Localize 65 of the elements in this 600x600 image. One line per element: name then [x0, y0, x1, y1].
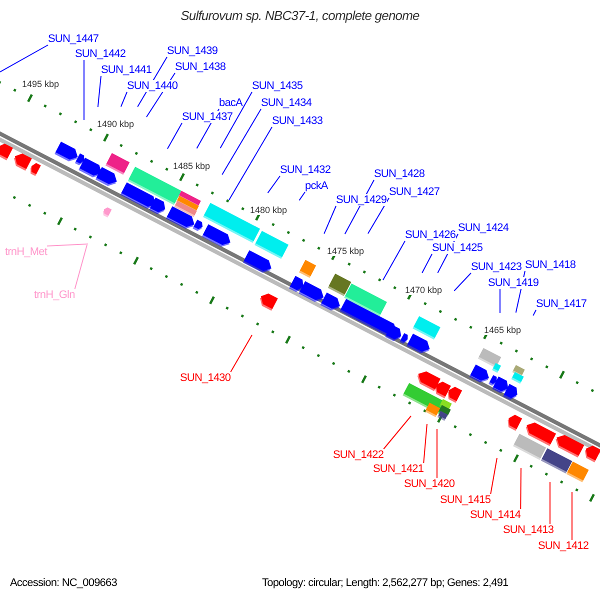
position-label: 1480 kbp: [250, 205, 288, 215]
gene-label: SUN_1433: [272, 115, 323, 127]
leader-line: [166, 122, 182, 150]
leader-line: [367, 198, 390, 234]
position-label: 1495 kbp: [22, 79, 60, 89]
gene-label: SUN_1413: [503, 524, 554, 536]
gene-label: SUN_1423: [471, 261, 522, 273]
position-label: 1490 kbp: [97, 119, 134, 129]
gene-label: SUN_1424: [458, 222, 509, 234]
footer-text: Accession: NC_009663: [10, 577, 117, 589]
gene-label: SUN_1427: [389, 186, 440, 198]
gene-label: SUN_1435: [252, 80, 303, 92]
gene-label: SUN_1438: [175, 61, 226, 73]
leader-line: [422, 254, 432, 274]
gene-label: SUN_1418: [525, 259, 576, 271]
gene-label: SUN_1437: [182, 111, 233, 123]
leader-line: [74, 244, 88, 290]
position-label: 1485 kbp: [173, 161, 210, 171]
leader-line: [97, 76, 102, 108]
gene-label: SUN_1447: [48, 33, 99, 45]
leader-line: [46, 244, 88, 246]
leader-line: [298, 192, 306, 201]
leader-line: [222, 108, 262, 176]
leader-line: [520, 468, 522, 510]
gene-label: pckA: [305, 180, 328, 192]
gene-label: SUN_1439: [167, 45, 218, 57]
gene-label: bacA: [219, 97, 242, 109]
gene-label: SUN_1430: [180, 372, 231, 384]
gene-label: trnH_Gln: [34, 289, 75, 301]
leader-line: [436, 428, 438, 478]
leader-line: [490, 458, 498, 494]
leader-line: [454, 272, 472, 292]
leader-line: [532, 310, 536, 316]
position-label: 1470 kbp: [405, 285, 442, 295]
gene-label: SUN_1441: [101, 64, 152, 76]
gene-label: SUN_1422: [333, 449, 384, 461]
leader-line: [324, 206, 336, 234]
gene-label: SUN_1442: [75, 48, 126, 60]
gene-label: trnH_Met: [5, 246, 48, 258]
gene-label: SUN_1412: [538, 540, 589, 552]
leader-line: [267, 176, 280, 194]
gene-label: SUN_1440: [127, 80, 178, 92]
leader-line: [120, 92, 128, 108]
gene-label: SUN_1429: [336, 194, 387, 206]
gene-label: SUN_1419: [488, 277, 539, 289]
leader-line: [230, 334, 252, 372]
gene-label: SUN_1425: [432, 242, 483, 254]
footer-text: Topology: circular; Length: 2,562,277 bp; Genes: 2,491: [262, 577, 508, 589]
leader-line: [0, 44, 48, 72]
leader-line: [423, 424, 428, 464]
gene-label: SUN_1426: [405, 229, 456, 241]
gene-label: SUN_1420: [404, 478, 455, 490]
gene-label: SUN_1428: [374, 168, 425, 180]
gene-label: SUN_1434: [261, 97, 312, 109]
gene-label: SUN_1421: [373, 463, 424, 475]
position-label: 1475 kbp: [327, 246, 364, 256]
gene-label: SUN_1414: [470, 509, 521, 521]
gene-label: SUN_1432: [280, 164, 331, 176]
gene-label: SUN_1417: [536, 298, 587, 310]
gene-label: SUN_1415: [440, 494, 491, 506]
leader-line: [382, 240, 406, 280]
position-label: 1465 kbp: [484, 325, 522, 335]
leader-line: [228, 126, 272, 200]
leader-line: [220, 92, 252, 149]
leader-line: [383, 416, 412, 450]
